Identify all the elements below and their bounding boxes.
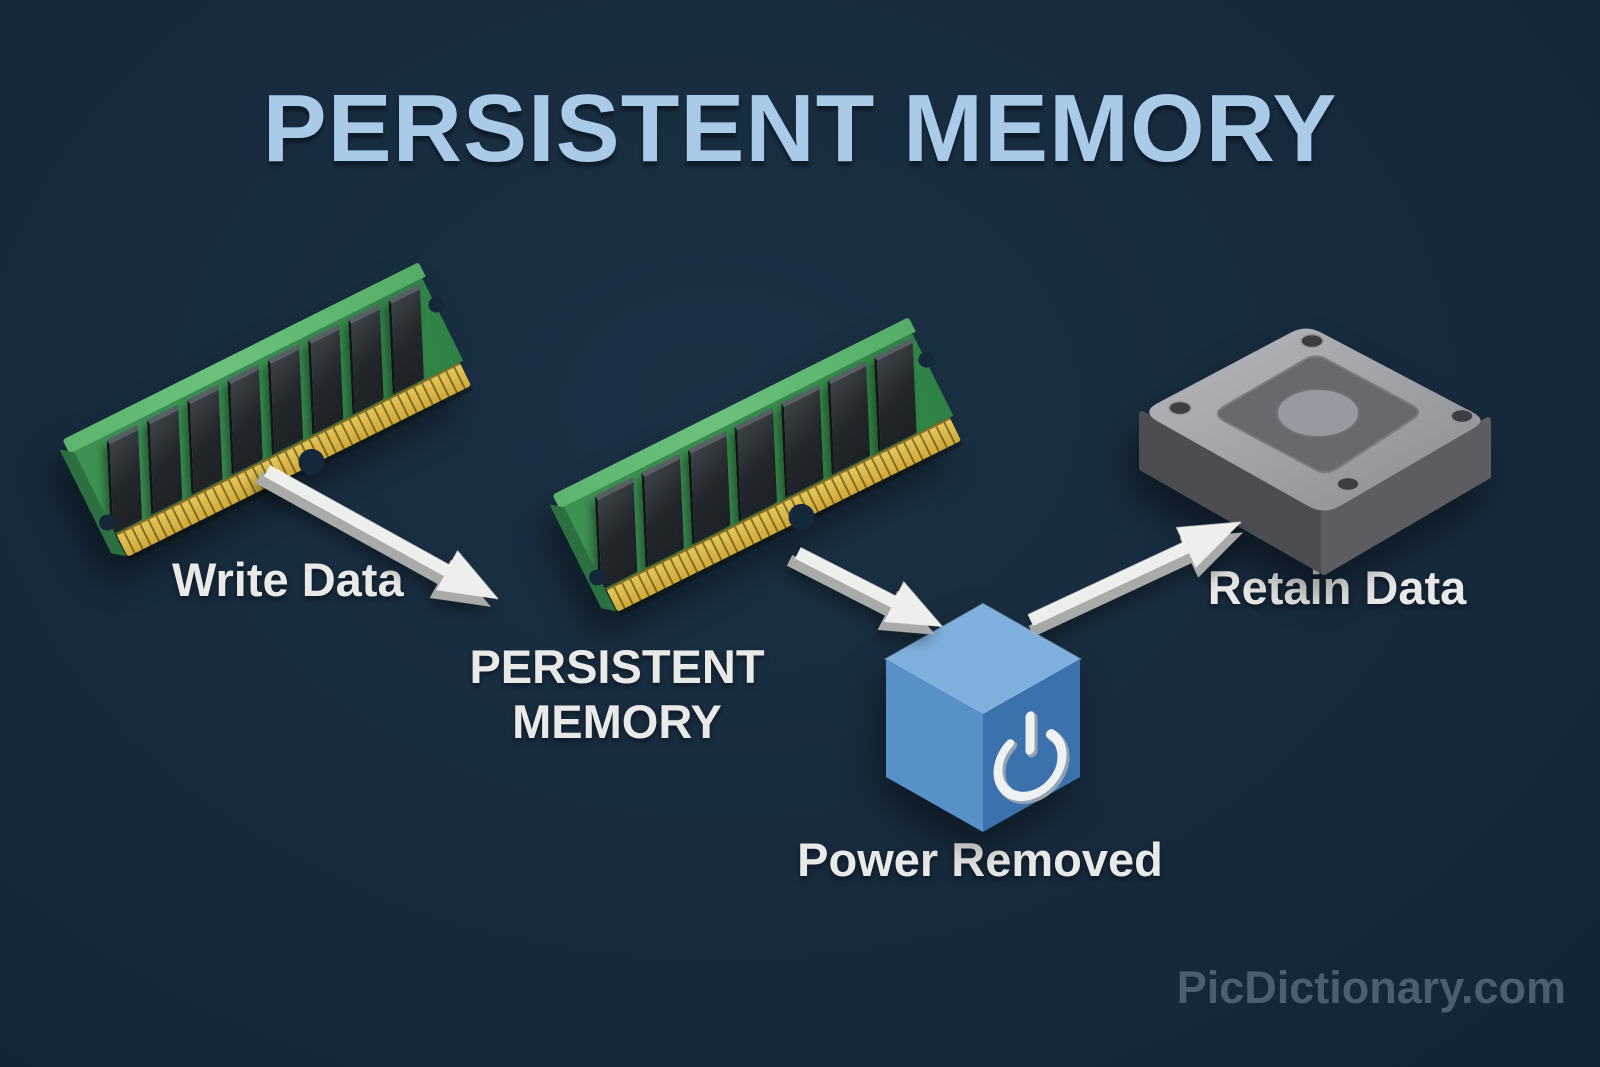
storage-drive-icon [1126,316,1498,583]
memory-chip [827,360,871,476]
write-data-label: Write Data [172,553,404,606]
memory-chip [187,384,223,496]
write-data-arrow-icon [248,441,524,633]
power-removed-arrow-icon [780,523,961,657]
persistent-memory-label-line2: MEMORY [512,694,722,748]
watermark: PicDictionary.com [1176,962,1566,1013]
power-cube-icon [878,598,1088,843]
screw-icon [1336,476,1360,492]
drive-spindle [1276,388,1360,438]
memory-chip [227,364,263,475]
retain-data-label: Retain Data [1207,561,1467,614]
power-removed-label: Power Removed [797,833,1163,886]
memory-chip [146,404,183,516]
ram-board [59,262,474,557]
memory-chip [348,303,384,415]
screw-icon [1300,333,1324,349]
memory-chip [388,283,424,395]
screw-icon [1450,408,1474,424]
memory-chip [780,383,824,499]
ram-board [549,317,964,612]
persistent-memory-label: PERSISTENT MEMORY [447,640,787,749]
retain-data-arrow-icon [1013,492,1258,651]
power-icon [993,711,1070,804]
memory-chip [641,453,684,568]
memory-chip [687,430,731,545]
memory-chip [267,344,304,455]
persistent-memory-label-line1: PERSISTENT [469,640,765,693]
ram-module-persistent-icon [549,317,962,612]
memory-chip [874,337,917,452]
screw-icon [1168,400,1192,416]
memory-chip [307,324,344,435]
memory-chip [734,407,778,522]
page-title: PERSISTENT MEMORY [262,75,1338,182]
